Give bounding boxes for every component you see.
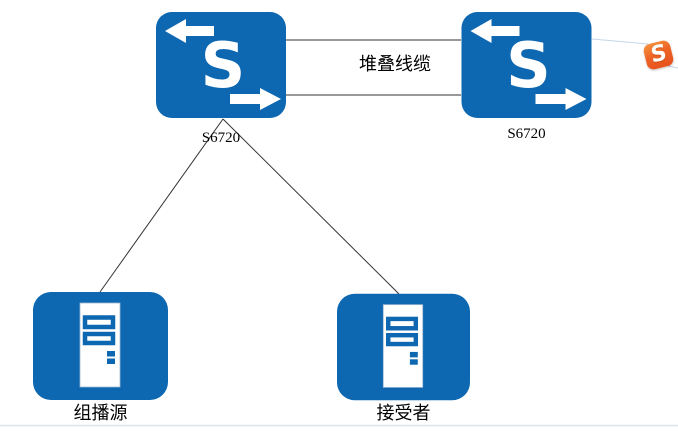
link-switch-to-source — [99, 118, 224, 293]
receiver-node — [337, 293, 470, 406]
pc-button — [107, 351, 115, 357]
pc-button — [409, 351, 418, 358]
pc-drive-bay — [386, 332, 419, 347]
arrow-right-icon — [230, 88, 281, 110]
multicast-source-label: 组播源 — [73, 403, 128, 423]
stack-cable-label: 堆叠线缆 — [359, 54, 431, 74]
link-switch-to-receiver — [222, 118, 400, 295]
arrow-left-icon — [165, 19, 214, 43]
watermark-letter: S — [648, 40, 668, 69]
receiver-label: 接受者 — [376, 403, 431, 423]
switch-left-node: S — [156, 12, 286, 123]
watermark-line-left — [591, 38, 649, 45]
arrow-right-icon — [535, 88, 587, 110]
stack-switch-icon: S — [156, 12, 286, 118]
watermark-line-right — [667, 65, 678, 69]
stack-switch-icon: S — [461, 12, 592, 118]
switch-letter: S — [506, 29, 551, 102]
switch-right-label: S6720 — [507, 126, 546, 142]
switch-icon-background — [156, 12, 286, 118]
switch-icon-background — [461, 12, 592, 118]
switch-left-label: S6720 — [201, 130, 241, 146]
pc-button — [107, 358, 115, 364]
multicast-source-node — [33, 292, 168, 405]
pc-drive-bay — [386, 316, 419, 331]
switch-right-node: S — [461, 12, 592, 123]
pc-drive-bay — [82, 315, 116, 330]
pc-drive-bay — [82, 331, 116, 346]
tower-pc-icon — [33, 292, 168, 400]
tower-pc-icon — [337, 293, 470, 401]
pc-button — [409, 359, 418, 365]
switch-letter: S — [201, 29, 246, 102]
arrow-left-icon — [470, 19, 520, 43]
